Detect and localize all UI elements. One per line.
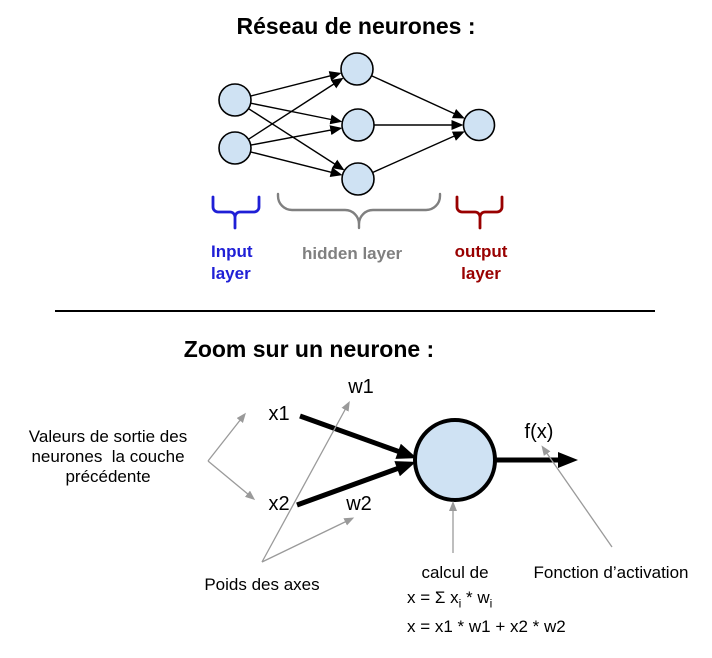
calc-formulas: x = Σ xi * wi x = x1 * w1 + x2 * w2 bbox=[407, 586, 657, 638]
neuron-circle bbox=[413, 418, 497, 502]
input-layer-label: Input layer bbox=[211, 242, 253, 283]
pointer-left-to-x2 bbox=[207, 460, 256, 501]
w1-label: w1 bbox=[348, 376, 374, 398]
edge-i1-h1 bbox=[250, 71, 342, 97]
hidden-layer-label: hidden layer bbox=[302, 244, 403, 263]
previous-layer-note: Valeurs de sortie des neurones la couche… bbox=[28, 427, 188, 486]
hidden-node-1 bbox=[340, 52, 374, 86]
edge-i2-h1 bbox=[248, 77, 344, 140]
edge-i2-h2 bbox=[250, 125, 343, 146]
section-divider bbox=[55, 310, 655, 312]
hidden-node-3 bbox=[341, 162, 375, 196]
input-node-2 bbox=[218, 131, 252, 165]
pointer-poids-to-w1 bbox=[261, 400, 350, 563]
fx-label: f(x) bbox=[524, 421, 554, 443]
formula-sum-part: x = Σ x bbox=[407, 588, 459, 607]
annotation-arrows bbox=[207, 400, 613, 563]
formula-sub-i: i bbox=[489, 596, 493, 611]
input-node-1 bbox=[218, 83, 252, 117]
layer-braces bbox=[211, 192, 504, 230]
x1-label: x1 bbox=[268, 403, 290, 425]
input-layer-brace bbox=[211, 195, 261, 230]
formula-sub-i: i bbox=[458, 596, 462, 611]
edge-h3-o bbox=[372, 131, 465, 174]
input-arrow-x2 bbox=[296, 461, 416, 508]
hidden-node-2 bbox=[341, 108, 375, 142]
output-layer-label: output layer bbox=[454, 242, 508, 283]
formula-sum: x = Σ xi * wi bbox=[407, 586, 657, 615]
section1-title: Réseau de neurones : bbox=[236, 13, 476, 39]
signal-arrows bbox=[296, 413, 578, 508]
edge-i2-h3 bbox=[250, 151, 343, 178]
network-nodes bbox=[218, 52, 496, 196]
pointer-poids-to-w2 bbox=[261, 517, 355, 563]
pointer-left-to-x1 bbox=[207, 412, 246, 462]
network-edges bbox=[248, 71, 465, 178]
output-node bbox=[462, 108, 496, 142]
weights-caption: Poids des axes bbox=[204, 575, 320, 594]
input-arrow-x1 bbox=[299, 413, 417, 459]
formula-sum-part: * w bbox=[461, 588, 490, 607]
formula-expanded: x = x1 * w1 + x2 * w2 bbox=[407, 617, 566, 637]
output-layer-brace bbox=[455, 195, 504, 230]
x2-label: x2 bbox=[268, 493, 290, 515]
calc-caption: calcul de bbox=[421, 563, 489, 582]
activation-caption: Fonction d’activation bbox=[533, 563, 689, 582]
hidden-layer-brace bbox=[276, 192, 442, 230]
section2-title: Zoom sur un neurone : bbox=[183, 336, 435, 362]
pointer-activation-to-fx bbox=[541, 445, 613, 548]
edge-h1-o bbox=[371, 75, 465, 119]
w2-label: w2 bbox=[346, 493, 372, 515]
